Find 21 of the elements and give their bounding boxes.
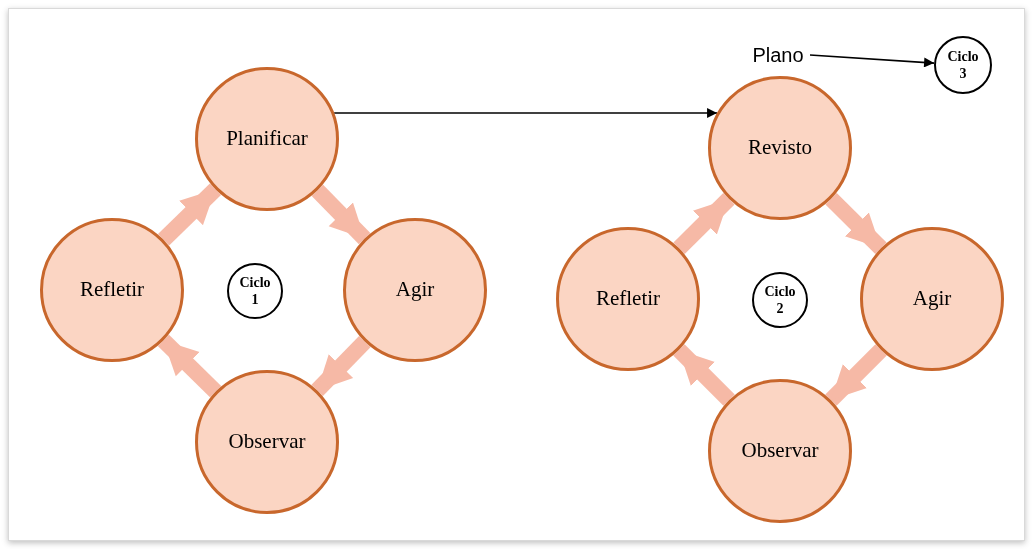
stage-label: Planificar bbox=[226, 125, 308, 153]
stage-label: Refletir bbox=[79, 276, 145, 304]
step-label: Plano bbox=[752, 43, 804, 68]
block-arrow bbox=[311, 184, 371, 245]
cycle-label: Ciclo 3 bbox=[946, 48, 980, 82]
stage-label: Observar bbox=[741, 437, 819, 465]
block-arrow bbox=[158, 183, 221, 246]
arrow bbox=[809, 54, 935, 68]
block-arrow bbox=[825, 193, 887, 254]
block-arrow bbox=[673, 344, 735, 406]
stage-label: Observar bbox=[228, 428, 306, 456]
block-arrow bbox=[311, 336, 371, 396]
block-arrow bbox=[157, 334, 222, 398]
cycle-label: Ciclo 1 bbox=[238, 274, 272, 308]
stage-label: Agir bbox=[395, 276, 435, 304]
stage-label: Refletir bbox=[595, 285, 661, 313]
cycle-label: Ciclo 2 bbox=[763, 283, 797, 317]
stage-label: Revisto bbox=[747, 134, 813, 162]
block-arrow bbox=[825, 344, 887, 406]
arrow bbox=[333, 108, 718, 118]
stage-label: Agir bbox=[912, 285, 952, 313]
